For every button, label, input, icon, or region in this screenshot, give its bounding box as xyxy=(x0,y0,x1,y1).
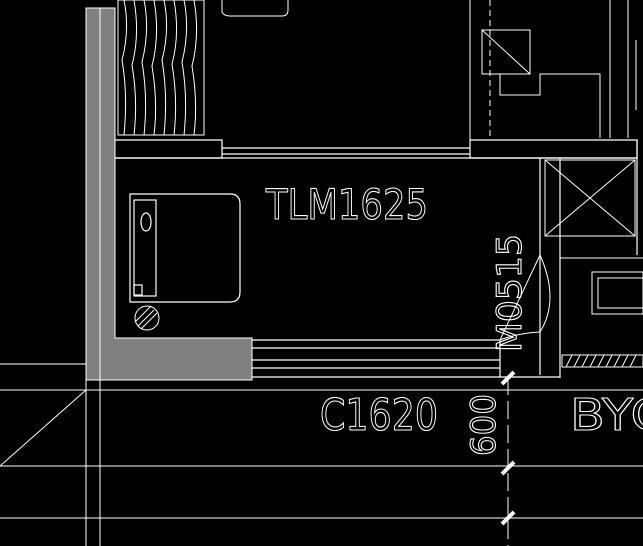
upper-right-structure xyxy=(469,0,637,140)
wood-grain-panel xyxy=(117,0,205,136)
hatch-line xyxy=(629,354,637,368)
washer-knob xyxy=(140,212,152,232)
hatch-line xyxy=(589,354,597,368)
grain-line xyxy=(191,0,198,136)
dimension-tick xyxy=(500,460,516,476)
wall-segment xyxy=(115,139,223,159)
grain-line xyxy=(131,0,138,136)
door-arc xyxy=(499,254,551,341)
window-label-bottom: C1620 xyxy=(320,390,438,441)
stair-outline xyxy=(499,73,601,138)
washer-switch xyxy=(133,284,143,296)
right-details xyxy=(560,257,643,368)
fixture-fragment xyxy=(221,0,289,17)
door-leaf xyxy=(499,254,541,341)
hatch-line xyxy=(613,354,621,368)
window-label-vertical: M0515 xyxy=(490,234,530,352)
grid-diagonal xyxy=(0,389,87,467)
dimension-label: 600 xyxy=(464,394,504,456)
stair-box xyxy=(481,29,531,75)
dimension-lines xyxy=(0,363,643,546)
fixture-rect xyxy=(591,271,643,315)
hatch-strip xyxy=(561,354,643,368)
washer-outline xyxy=(129,193,241,303)
partial-label: BYC xyxy=(570,390,643,441)
door-swing xyxy=(499,254,551,341)
hatch-line xyxy=(605,354,613,368)
washing-machine-fixture xyxy=(129,193,241,303)
hatch-line xyxy=(573,354,581,368)
door-label: TLM1625 xyxy=(265,180,428,229)
wood-panel-border xyxy=(117,0,205,136)
grain-line xyxy=(141,0,148,136)
grain-line xyxy=(161,0,168,136)
hatch-line xyxy=(565,354,573,368)
grain-line xyxy=(151,0,158,136)
shaft-diagonal xyxy=(544,159,636,237)
hatch-line xyxy=(597,354,605,368)
washer-control-panel xyxy=(133,199,157,297)
drain-hatch xyxy=(137,309,155,327)
grain-line xyxy=(181,0,188,136)
drain-hatch xyxy=(134,305,152,323)
shaft-box xyxy=(544,159,636,237)
stair-diagonal xyxy=(481,29,531,75)
shaft-rect xyxy=(544,159,636,237)
dimension-tick xyxy=(500,370,516,386)
grain-line xyxy=(171,0,178,136)
dimension-tick xyxy=(500,510,516,526)
grain-line xyxy=(121,0,128,136)
hatch-line xyxy=(581,354,589,368)
drain-hatch xyxy=(140,312,158,330)
floor-drain xyxy=(134,305,160,331)
hatch-line xyxy=(621,354,629,368)
drain-circle xyxy=(134,305,160,331)
wall-segment xyxy=(469,139,638,159)
fixture-rect-inner xyxy=(597,277,643,309)
